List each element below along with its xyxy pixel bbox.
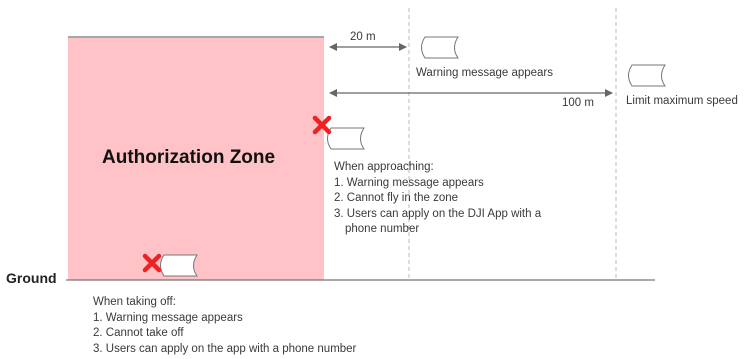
approach-item: 1. Warning message appears — [334, 176, 484, 189]
approach-item: 3. Users can apply on the DJI App with a — [334, 207, 542, 220]
drone-flag-icon — [327, 127, 365, 150]
takeoff-item: 2. Cannot take off — [93, 327, 184, 339]
takeoff-item: 1. Warning message appears — [93, 311, 243, 324]
authorization-zone-area — [68, 38, 324, 280]
drone-flag-icon — [628, 64, 666, 87]
red-cross-icon — [142, 253, 162, 273]
approach-item: 2. Cannot fly in the zone — [334, 192, 459, 204]
distance-100m-label: 100 m — [562, 97, 594, 109]
drone-flag-icon — [160, 254, 198, 277]
takeoff-item: 3. Users can apply on the app with a pho… — [93, 342, 357, 355]
warning-caption: Warning message appears — [416, 67, 554, 79]
red-cross-icon — [312, 115, 332, 135]
ground-label: Ground — [6, 270, 57, 286]
approach-item: phone number — [345, 223, 420, 235]
approach-heading: When approaching: — [334, 161, 434, 173]
takeoff-notes: When taking off: 1. Warning message appe… — [93, 295, 356, 357]
drone-flag-icon — [421, 36, 459, 59]
limit-speed-caption: Limit maximum speed — [626, 95, 738, 107]
approach-notes: When approaching: 1. Warning message app… — [334, 160, 541, 238]
zone-title: Authorization Zone — [102, 147, 276, 168]
distance-20m-label: 20 m — [350, 31, 376, 43]
takeoff-heading: When taking off: — [93, 296, 176, 308]
